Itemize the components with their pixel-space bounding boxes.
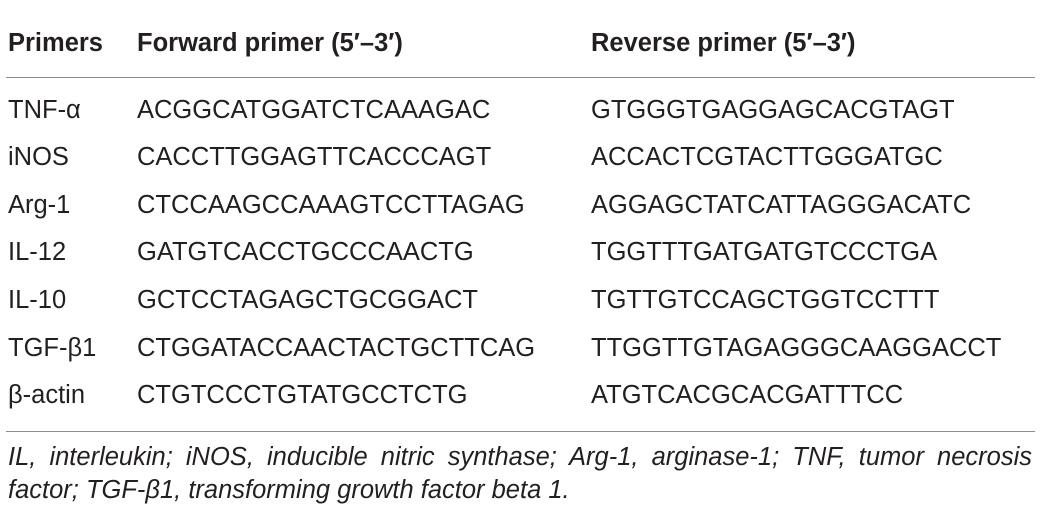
table-row: IL-12 GATGTCACCTGCCCAACTG TGGTTTGATGATGT…: [6, 229, 1035, 276]
primer-name: iNOS: [8, 142, 69, 171]
reverse-sequence: ACCACTCGTACTTGGGATGC: [591, 142, 943, 171]
reverse-sequence: TGGTTTGATGATGTCCCTGA: [591, 237, 938, 266]
header-primers: Primers: [8, 28, 103, 57]
reverse-sequence: ATGTCACGCACGATTTCC: [591, 380, 904, 409]
reverse-sequence: TTGGTTGTAGAGGGCAAGGACCT: [591, 333, 1002, 362]
forward-sequence: GATGTCACCTGCCCAACTG: [137, 237, 474, 266]
primer-name: Arg-1: [8, 190, 71, 219]
table-row: β-actin CTGTCCCTGTATGCCTCTG ATGTCACGCACG…: [6, 372, 1035, 419]
primer-name: IL-12: [8, 237, 67, 266]
table-row: iNOS CACCTTGGAGTTCACCCAGT ACCACTCGTACTTG…: [6, 134, 1035, 181]
forward-sequence: CTGTCCCTGTATGCCTCTG: [137, 380, 468, 409]
reverse-sequence: AGGAGCTATCATTAGGGACATC: [591, 190, 972, 219]
forward-sequence: CTGGATACCAACTACTGCTTCAG: [137, 333, 536, 362]
table-header-row: Primers Forward primer (5′–3′) Reverse p…: [6, 20, 1035, 67]
reverse-sequence: TGTTGTCCAGCTGGTCCTTT: [591, 285, 940, 314]
table-row: TNF-α ACGGCATGGATCTCAAAGAC GTGGGTGAGGAGC…: [6, 87, 1035, 134]
primer-name: IL-10: [8, 285, 67, 314]
primer-name: β-actin: [8, 380, 86, 409]
table-row: TGF-β1 CTGGATACCAACTACTGCTTCAG TTGGTTGTA…: [6, 325, 1035, 372]
forward-sequence: ACGGCATGGATCTCAAAGAC: [137, 95, 491, 124]
table-row: IL-10 GCTCCTAGAGCTGCGGACT TGTTGTCCAGCTGG…: [6, 277, 1035, 324]
forward-sequence: CACCTTGGAGTTCACCCAGT: [137, 142, 492, 171]
primer-name: TNF-α: [8, 95, 81, 124]
header-reverse-primer: Reverse primer (5′–3′): [591, 28, 856, 57]
table-bottom-rule: [6, 431, 1035, 432]
header-forward-primer: Forward primer (5′–3′): [137, 28, 403, 57]
forward-sequence: CTCCAAGCCAAAGTCCTTAGAG: [137, 190, 525, 219]
header-divider: [6, 77, 1035, 78]
table-footnote: IL, interleukin; iNOS, inducible nitric …: [8, 443, 1032, 504]
primer-name: TGF-β1: [8, 333, 97, 362]
reverse-sequence: GTGGGTGAGGAGCACGTAGT: [591, 95, 955, 124]
forward-sequence: GCTCCTAGAGCTGCGGACT: [137, 285, 478, 314]
table-row: Arg-1 CTCCAAGCCAAAGTCCTTAGAG AGGAGCTATCA…: [6, 182, 1035, 229]
